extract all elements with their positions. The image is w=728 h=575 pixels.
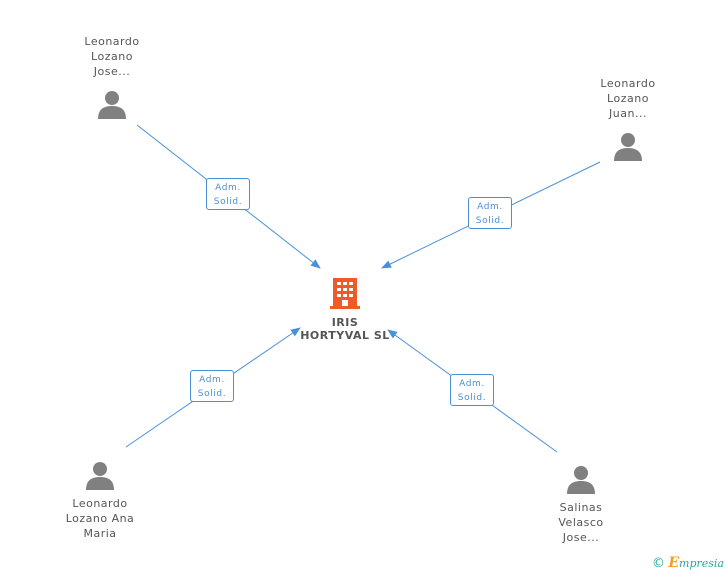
brand-name: mpresia (679, 557, 724, 570)
company-node[interactable]: IRIS HORTYVAL SL (290, 276, 400, 342)
person-node[interactable]: Leonardo Lozano Juan... (573, 76, 683, 161)
role-label: Adm. (215, 183, 241, 193)
role-label: Adm. (477, 202, 503, 212)
role-badge[interactable]: Adm. Solid. (190, 370, 234, 402)
company-name: IRIS HORTYVAL SL (300, 316, 390, 342)
person-node[interactable]: Leonardo Lozano Jose... (57, 34, 167, 119)
role-badge[interactable]: Adm. Solid. (206, 178, 250, 210)
role-label: Solid. (457, 393, 487, 403)
person-name: Salinas Velasco Jose... (558, 501, 604, 544)
brand-initial: E (668, 555, 680, 571)
person-node[interactable]: Salinas Velasco Jose... (526, 464, 636, 545)
person-icon (567, 466, 595, 494)
person-icon (86, 462, 114, 490)
role-badge[interactable]: Adm. Solid. (450, 374, 494, 406)
person-icon (98, 91, 126, 119)
person-name: Leonardo Lozano Juan... (600, 77, 656, 120)
building-icon (330, 278, 360, 309)
role-label: Solid. (475, 216, 505, 226)
role-label: Solid. (213, 197, 243, 207)
role-badge[interactable]: Adm. Solid. (468, 197, 512, 229)
role-label: Adm. (199, 375, 225, 385)
person-name: Leonardo Lozano Ana Maria (65, 497, 135, 540)
person-name: Leonardo Lozano Jose... (84, 35, 140, 78)
role-label: Solid. (197, 389, 227, 399)
brand-watermark: © Empresia (652, 555, 724, 571)
role-label: Adm. (459, 379, 485, 389)
copyright-symbol: © (651, 556, 665, 571)
person-icon (614, 133, 642, 161)
person-node[interactable]: Leonardo Lozano Ana Maria (45, 460, 155, 541)
